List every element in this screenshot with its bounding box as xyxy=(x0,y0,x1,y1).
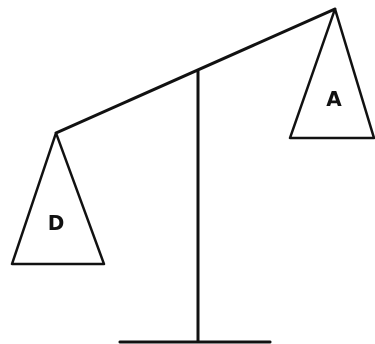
right-pan: A xyxy=(288,7,375,140)
scale-beam xyxy=(54,7,337,135)
left-pan-label: D xyxy=(48,211,65,235)
left-pan-triangle xyxy=(10,131,106,266)
left-pan: D xyxy=(10,131,106,266)
right-pan-triangle xyxy=(288,7,375,140)
right-pan-label: A xyxy=(326,87,342,111)
